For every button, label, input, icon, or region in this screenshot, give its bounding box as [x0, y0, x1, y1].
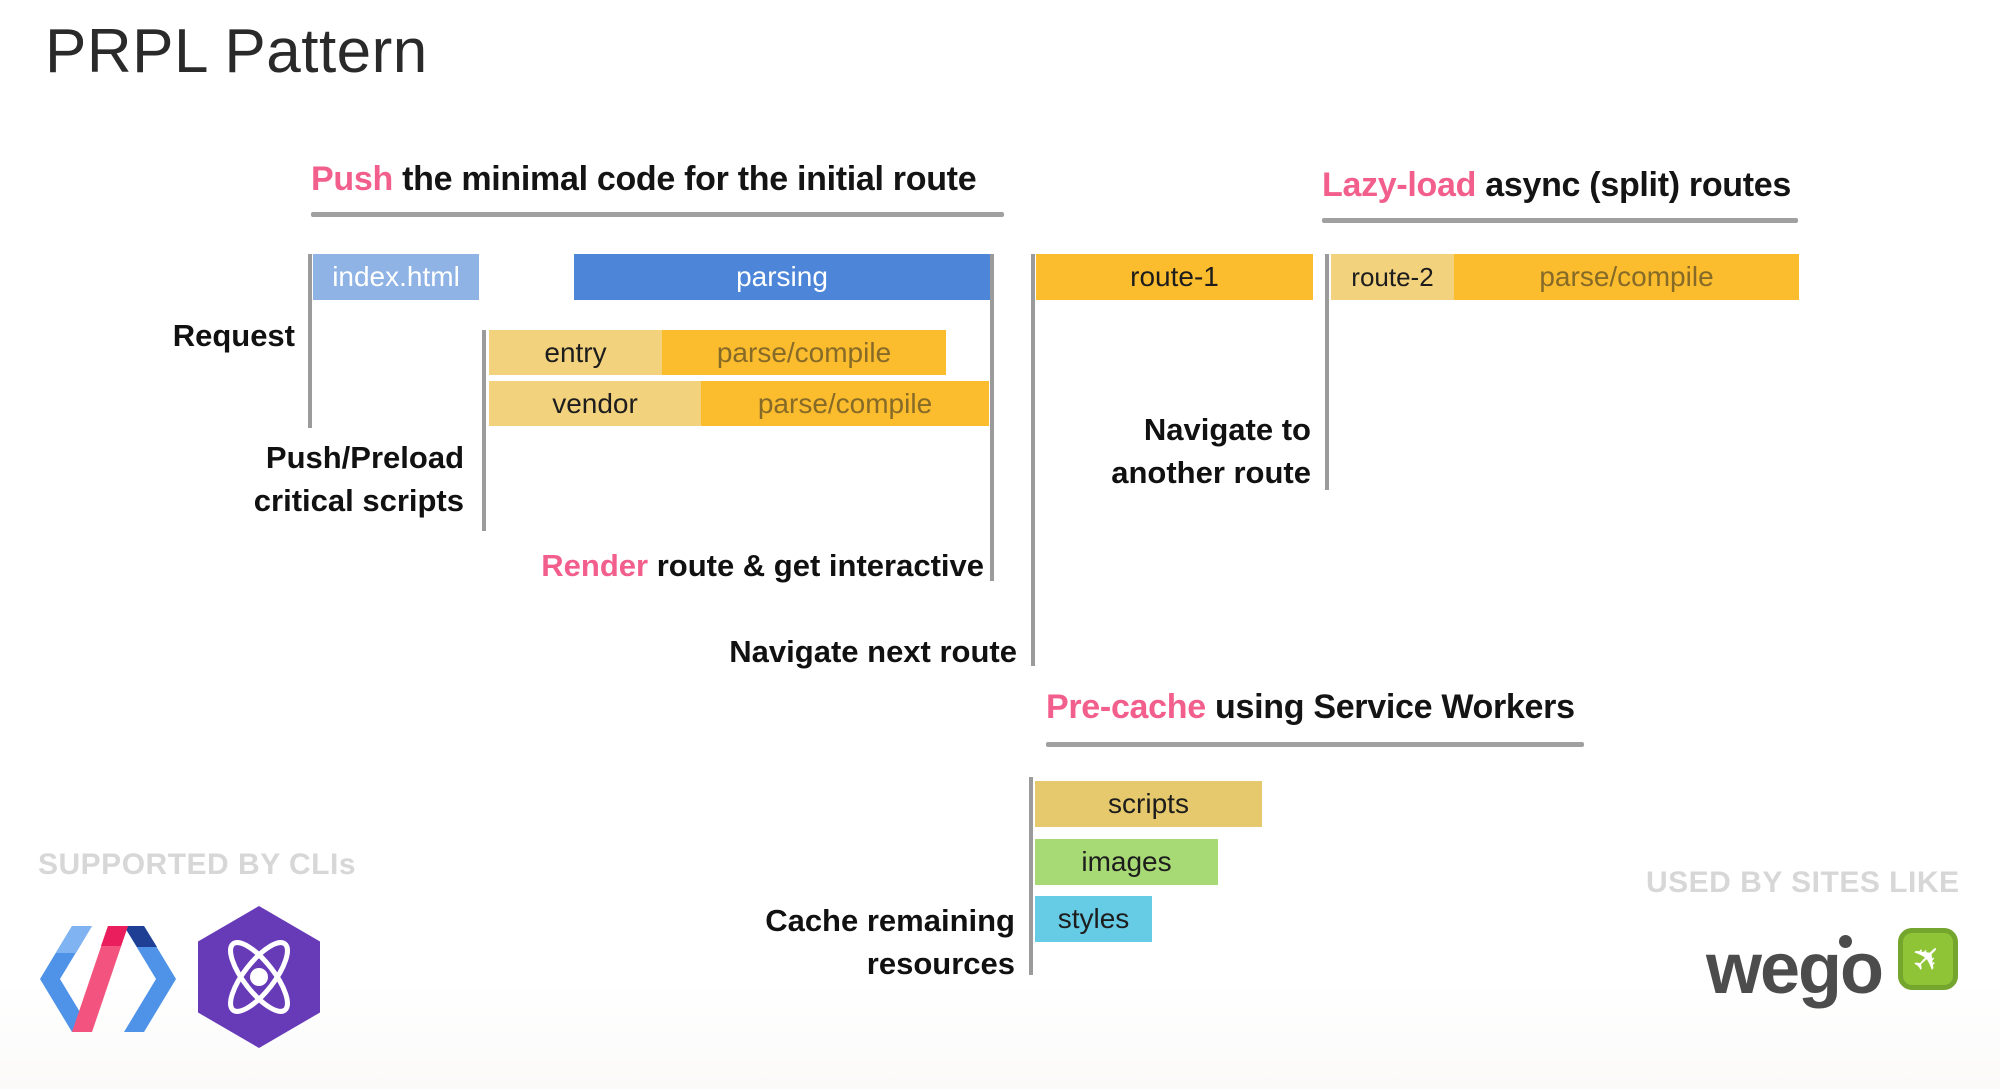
wego-badge: ✈	[1898, 928, 1958, 990]
heading-lazy-load-rest: async (split) routes	[1476, 166, 1792, 204]
heading-pre-cache-highlight: Pre-cache	[1046, 688, 1206, 726]
heading-push-highlight: Push	[311, 160, 393, 198]
label-navigate-another-line1: Navigate to	[1143, 412, 1311, 447]
request-marker-line	[308, 254, 312, 428]
heading-push: Push the minimal code for the initial ro…	[311, 160, 977, 199]
push-preload-marker-line	[482, 330, 486, 531]
label-navigate-next: Navigate next route	[729, 634, 1017, 669]
heading-lazy-load: Lazy-load async (split) routes	[1322, 166, 1791, 205]
airplane-icon: ✈	[1902, 933, 1953, 984]
heading-push-underline	[311, 212, 1004, 217]
heading-lazy-load-highlight: Lazy-load	[1322, 166, 1477, 204]
label-push-preload: Push/Preload critical scripts	[130, 436, 464, 522]
heading-pre-cache-rest: using Service Workers	[1205, 688, 1575, 726]
heading-push-rest: the minimal code for the initial route	[392, 160, 977, 198]
render-marker-line	[990, 254, 994, 581]
bar-index-html: index.html	[313, 254, 479, 300]
label-cache-remaining-line2: resources	[866, 946, 1015, 981]
supported-by-clis-heading: SUPPORTED BY CLIs	[38, 848, 357, 881]
heading-pre-cache-underline	[1046, 742, 1584, 747]
bar-route-2-parse-compile: parse/compile	[1454, 254, 1799, 300]
label-navigate-another: Navigate to another route	[1020, 408, 1311, 494]
bar-images: images	[1035, 839, 1218, 885]
heading-lazy-load-underline	[1322, 218, 1798, 223]
bar-vendor: vendor	[489, 381, 701, 426]
page-title: PRPL Pattern	[45, 17, 428, 86]
polymer-logo	[40, 926, 176, 1032]
label-request: Request	[172, 318, 295, 353]
bar-scripts: scripts	[1035, 781, 1262, 827]
bar-styles: styles	[1035, 896, 1152, 942]
label-push-preload-line1: Push/Preload	[265, 440, 464, 475]
bar-entry: entry	[489, 330, 662, 375]
label-push-preload-line2: critical scripts	[253, 483, 464, 518]
navigate-another-marker-line	[1325, 254, 1329, 490]
bar-entry-parse-compile: parse/compile	[662, 330, 946, 375]
label-navigate-another-line2: another route	[1111, 455, 1311, 490]
label-render: Render route & get interactive	[440, 544, 984, 587]
wego-wordmark: wego	[1706, 929, 1884, 1009]
label-render-highlight: Render	[541, 548, 649, 583]
used-by-sites-heading: USED BY SITES LIKE	[1646, 866, 1960, 899]
pre-cache-marker-line	[1029, 777, 1033, 975]
label-render-rest: route & get interactive	[648, 548, 984, 583]
bar-parsing: parsing	[574, 254, 990, 300]
bar-vendor-parse-compile: parse/compile	[701, 381, 989, 426]
wego-g-dot	[1839, 935, 1852, 948]
label-cache-remaining-line1: Cache remaining	[765, 903, 1015, 938]
bar-route-1: route-1	[1036, 254, 1313, 300]
heading-pre-cache: Pre-cache using Service Workers	[1046, 688, 1575, 727]
bar-route-2: route-2	[1331, 254, 1454, 300]
navigate-next-marker-line	[1031, 254, 1035, 666]
preact-logo	[198, 906, 320, 1048]
label-cache-remaining: Cache remaining resources	[660, 899, 1015, 985]
